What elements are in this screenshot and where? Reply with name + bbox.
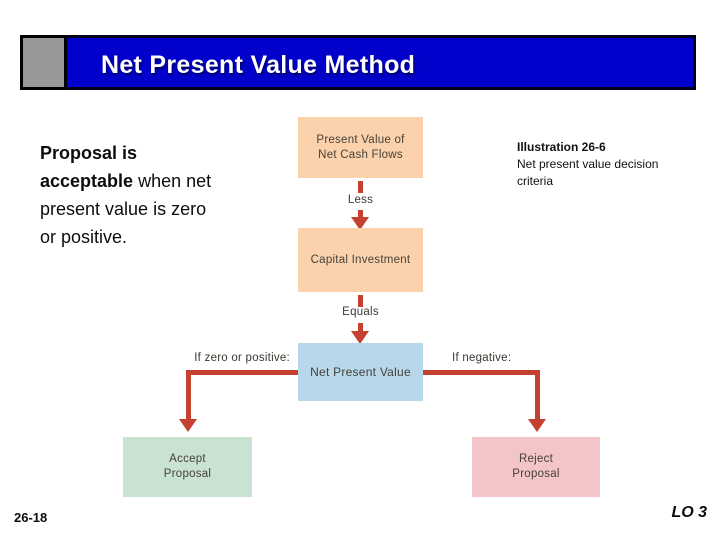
connector-line bbox=[358, 181, 363, 193]
flow-box-accept-proposal: Accept Proposal bbox=[123, 437, 252, 497]
flow-box-present-value: Present Value of Net Cash Flows bbox=[298, 117, 423, 178]
flow-box-label: Reject bbox=[518, 453, 554, 465]
flow-box-label: Capital Investment bbox=[310, 253, 411, 266]
flow-box-label: Proposal bbox=[163, 468, 212, 480]
illustration-caption: Illustration 26-6 Net present value deci… bbox=[517, 139, 702, 190]
slide-title: Net Present Value Method bbox=[101, 51, 416, 79]
flow-box-label: Proposal bbox=[512, 468, 560, 480]
arrow-down-icon bbox=[351, 217, 369, 230]
illustration-title: Illustration 26-6 bbox=[517, 140, 606, 154]
page-number: 26-18 bbox=[14, 510, 48, 525]
less-label: Less bbox=[347, 194, 374, 206]
flow-box-capital-investment: Capital Investment bbox=[298, 228, 423, 292]
flow-box-label: Net Cash Flows bbox=[318, 148, 403, 161]
connector-line bbox=[358, 210, 363, 219]
arrow-down-icon bbox=[351, 331, 369, 344]
flow-box-net-present-value: Net Present Value bbox=[298, 343, 423, 401]
title-decoration-square bbox=[20, 35, 67, 90]
connector-line bbox=[186, 370, 298, 375]
equals-label: Equals bbox=[342, 306, 379, 318]
statement-line: Proposal is bbox=[40, 143, 138, 163]
flow-box-label: Accept bbox=[169, 453, 206, 465]
learning-objective-badge: LO 3 bbox=[671, 504, 707, 521]
flow-box-label: Present Value of bbox=[316, 133, 405, 146]
illustration-caption-line: criteria bbox=[517, 174, 554, 188]
flow-box-reject-proposal: Reject Proposal bbox=[472, 437, 600, 497]
statement-line: present value is zero bbox=[40, 199, 207, 219]
connector-line bbox=[535, 370, 540, 420]
arrow-down-icon bbox=[528, 419, 546, 432]
arrow-down-icon bbox=[179, 419, 197, 432]
statement-line: or positive. bbox=[40, 227, 128, 247]
connector-line bbox=[358, 295, 363, 307]
reject-condition-label: If negative: bbox=[452, 352, 512, 364]
illustration-caption-line: Net present value decision bbox=[517, 157, 659, 171]
statement-line: acceptable when net bbox=[40, 171, 212, 191]
accept-condition-label: If zero or positive: bbox=[194, 352, 290, 364]
connector-line bbox=[358, 323, 363, 332]
connector-line bbox=[186, 370, 191, 420]
statement-text: Proposal is acceptable when net present … bbox=[40, 139, 270, 251]
connector-line bbox=[423, 370, 540, 375]
title-bar: Net Present Value Method bbox=[20, 35, 696, 90]
flow-box-label: Net Present Value bbox=[310, 364, 411, 379]
